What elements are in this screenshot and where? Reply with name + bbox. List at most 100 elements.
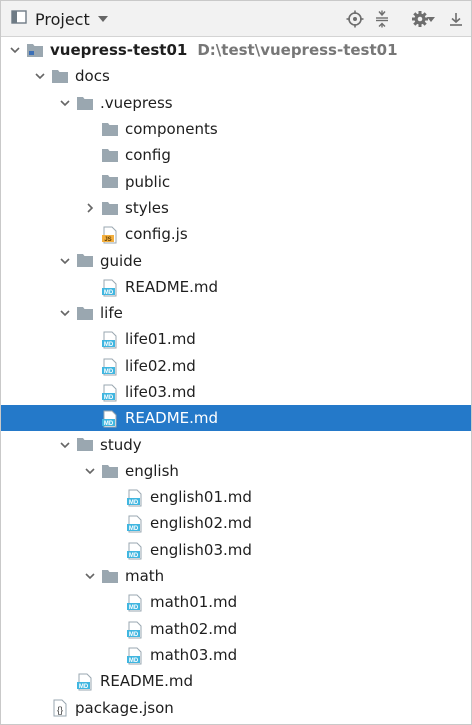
tree-item-label: docs: [75, 67, 110, 86]
project-view-icon: [11, 9, 27, 29]
js-file-icon: JS: [101, 226, 119, 244]
tree-item-label: study: [100, 435, 142, 454]
chevron-right-icon[interactable]: [84, 202, 96, 214]
svg-text:MD: MD: [79, 684, 89, 690]
tree-item-label: math01.md: [150, 593, 238, 612]
md-file-icon: MD: [126, 621, 144, 639]
dropdown-icon[interactable]: [97, 16, 108, 22]
tree-row-life[interactable]: life: [1, 300, 471, 326]
chevron-down-icon[interactable]: [84, 465, 96, 477]
md-file-icon: MD: [101, 384, 119, 402]
chevron-down-icon[interactable]: [59, 255, 71, 267]
folder-icon: [101, 121, 119, 137]
md-file-icon: MD: [126, 542, 144, 560]
folder-icon: [101, 173, 119, 189]
svg-text:MD: MD: [129, 500, 139, 506]
tree-item-label: english01.md: [150, 488, 252, 507]
tree-item-label: english03.md: [150, 540, 252, 559]
folder-icon: [76, 305, 94, 321]
chevron-down-icon[interactable]: [84, 570, 96, 582]
tree-row-english01-md[interactable]: MD english01.md: [1, 484, 471, 510]
settings-gear-icon[interactable]: [409, 8, 431, 30]
svg-text:MD: MD: [129, 553, 139, 559]
tree-row-vuepress[interactable]: .vuepress: [1, 90, 471, 116]
project-toolbar: Project: [1, 1, 471, 37]
tree-item-label: package.json: [75, 698, 174, 717]
svg-text:{}: {}: [57, 705, 63, 715]
tree-item-label: README.md: [125, 409, 219, 428]
folder-icon: [101, 463, 119, 479]
tree-item-label: life: [100, 304, 123, 323]
chevron-down-icon[interactable]: [59, 307, 71, 319]
chevron-down-icon[interactable]: [34, 70, 46, 82]
md-file-icon: MD: [101, 358, 119, 376]
svg-text:MD: MD: [129, 632, 139, 638]
svg-text:MD: MD: [129, 526, 139, 532]
svg-text:MD: MD: [129, 658, 139, 664]
svg-text:MD: MD: [129, 605, 139, 611]
folder-icon: [51, 68, 69, 84]
chevron-down-icon[interactable]: [9, 44, 21, 56]
tree-row-package-json[interactable]: {} package.json: [1, 694, 471, 720]
tree-row-english03-md[interactable]: MD english03.md: [1, 537, 471, 563]
tree-item-label: README.md: [125, 277, 219, 296]
md-file-icon: MD: [101, 410, 119, 428]
tree-item-label: math03.md: [150, 645, 238, 664]
hide-panel-icon[interactable]: [445, 8, 467, 30]
tree-row-study[interactable]: study: [1, 431, 471, 457]
tree-item-label: life03.md: [125, 383, 196, 401]
svg-text:MD: MD: [104, 342, 114, 348]
tree-row-styles[interactable]: styles: [1, 195, 471, 221]
tree-row-math02-md[interactable]: MD math02.md: [1, 616, 471, 642]
md-file-icon: MD: [126, 515, 144, 533]
tree-item-label: guide: [100, 251, 142, 270]
tree-row-public[interactable]: public: [1, 168, 471, 194]
tree-row-life02-md[interactable]: MD life02.md: [1, 353, 471, 379]
locate-icon[interactable]: [344, 8, 366, 30]
svg-text:MD: MD: [104, 395, 114, 401]
svg-text:JS: JS: [104, 237, 111, 243]
folder-icon: [101, 147, 119, 163]
project-view-title: Project: [35, 9, 90, 29]
tree-row-english[interactable]: english: [1, 458, 471, 484]
tree-item-label: config: [125, 146, 171, 165]
tree-item-label: life01.md: [125, 330, 196, 349]
tree-row-config[interactable]: config: [1, 142, 471, 168]
tree-row-life03-md[interactable]: MD life03.md: [1, 379, 471, 405]
tree-row-guide[interactable]: guide: [1, 247, 471, 273]
tree-row-docs[interactable]: docs: [1, 63, 471, 89]
folder-icon: [76, 436, 94, 452]
tree-row-components[interactable]: components: [1, 116, 471, 142]
md-file-icon: MD: [126, 647, 144, 665]
settings-dropdown-icon[interactable]: [425, 8, 437, 30]
tree-item-label: public: [125, 172, 171, 191]
project-path: D:\test\vuepress-test01: [197, 41, 398, 60]
tree-row-readme-md[interactable]: MD README.md: [1, 405, 471, 432]
chevron-down-icon[interactable]: [59, 439, 71, 451]
md-file-icon: MD: [126, 489, 144, 507]
collapse-all-icon[interactable]: [371, 8, 393, 30]
tree-item-label: life02.md: [125, 356, 196, 375]
tree-row-math03-md[interactable]: MD math03.md: [1, 642, 471, 668]
folder-icon: [101, 200, 119, 216]
md-file-icon: MD: [126, 594, 144, 612]
tree-item-label: .vuepress: [100, 93, 173, 112]
svg-text:MD: MD: [104, 369, 114, 375]
tree-row-life01-md[interactable]: MD life01.md: [1, 326, 471, 352]
tree-row-math01-md[interactable]: MD math01.md: [1, 589, 471, 615]
project-view-selector[interactable]: Project: [11, 9, 108, 29]
tree-row-math[interactable]: math: [1, 563, 471, 589]
tree-item-label: english: [125, 461, 179, 480]
folder-icon: [76, 252, 94, 268]
tree-item-label: math: [125, 567, 165, 586]
tree-item-label: math02.md: [150, 619, 238, 638]
chevron-down-icon[interactable]: [59, 97, 71, 109]
